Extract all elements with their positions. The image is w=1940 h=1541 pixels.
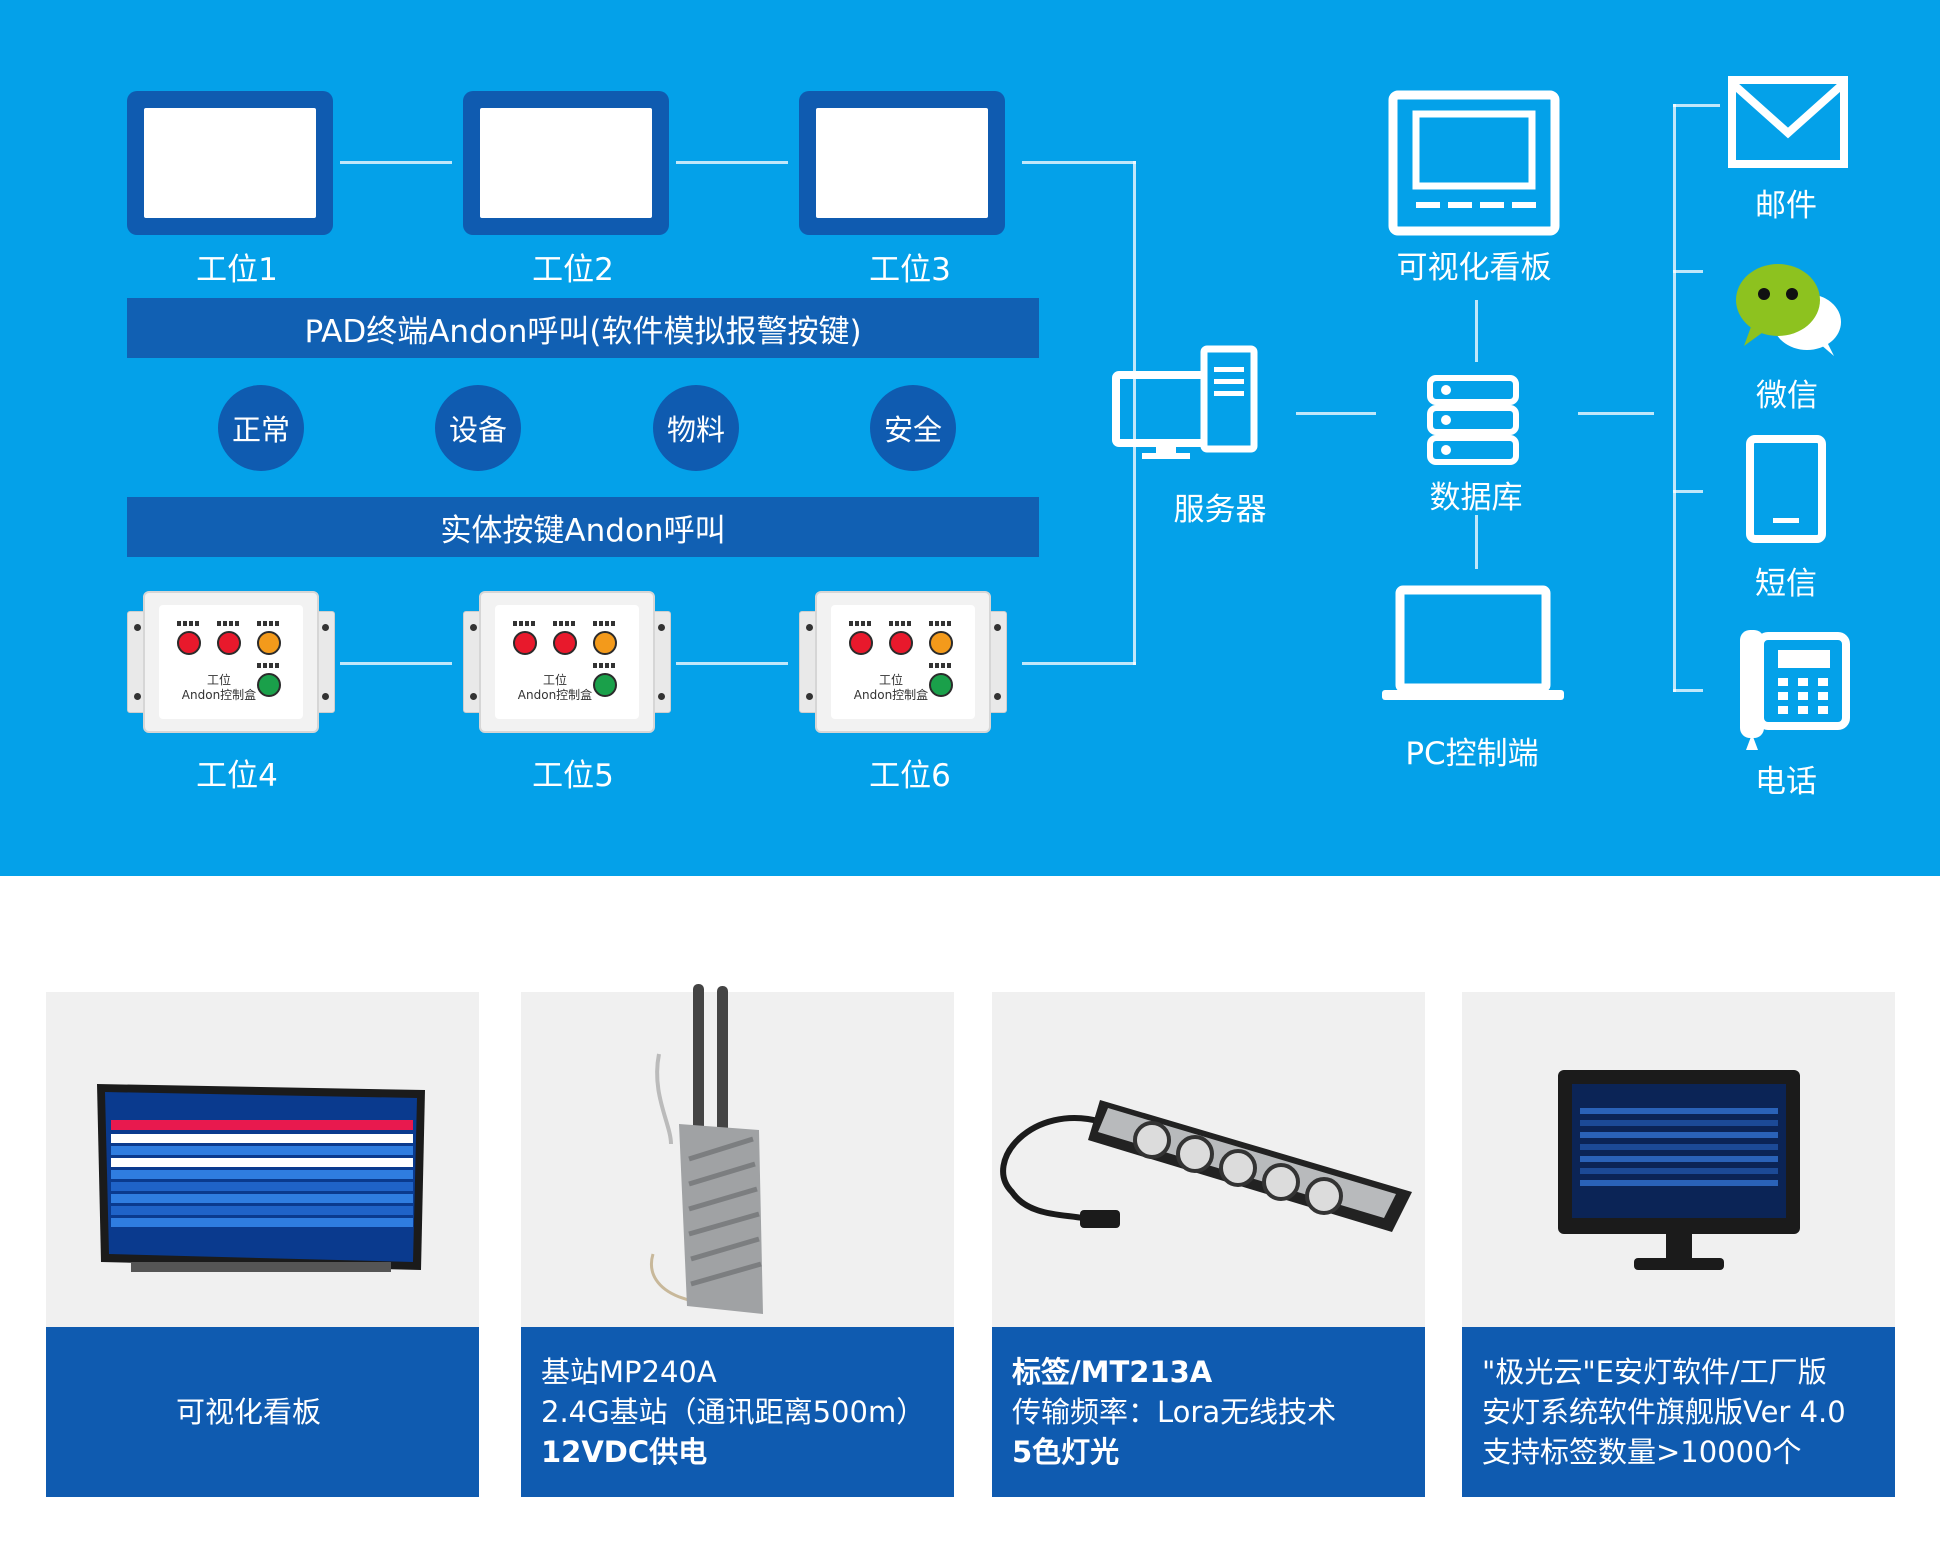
status-button-safety: 安全 (870, 385, 956, 471)
orange-light-icon (593, 631, 617, 655)
laptop-icon (1382, 585, 1564, 700)
red-light-icon (217, 631, 241, 655)
pad-station-label: 工位2 (532, 252, 614, 288)
wechat-icon (1736, 264, 1841, 356)
product-caption: 标签/MT213A 传输频率：Lora无线技术 5色灯光 (992, 1327, 1425, 1497)
pad-terminal-3 (799, 91, 1005, 235)
notify-label-mail: 邮件 (1755, 188, 1817, 224)
green-light-icon (929, 673, 953, 697)
dashboard-screen-image (97, 1084, 425, 1272)
orange-light-icon (257, 631, 281, 655)
status-button-material: 物料 (653, 385, 739, 471)
software-monitor-image (1558, 1070, 1800, 1270)
red-light-icon (889, 631, 913, 655)
notify-label-wechat: 微信 (1756, 378, 1818, 414)
database-label: 数据库 (1429, 480, 1523, 516)
red-light-icon (553, 631, 577, 655)
system-diagram: 工位1 工位2 工位3 PAD终端Andon呼叫(软件模拟报警按键) 正常 设备… (0, 0, 1940, 876)
pad-terminal-1 (127, 91, 333, 235)
server-icon (1112, 345, 1258, 459)
tag-button-bar-image (1000, 1100, 1412, 1232)
pad-station-label: 工位1 (196, 252, 278, 288)
product-card-tag: 标签/MT213A 传输频率：Lora无线技术 5色灯光 (992, 992, 1425, 1497)
andon-control-box-4: 工位 Andon控制盒 (127, 591, 335, 733)
pc-label: PC控制端 (1405, 736, 1539, 772)
telephone-icon (1740, 630, 1850, 750)
status-button-equipment: 设备 (435, 385, 521, 471)
physical-andon-band: 实体按键Andon呼叫 (127, 497, 1039, 557)
notify-label-phone: 电话 (1755, 764, 1817, 800)
box-station-label: 工位4 (196, 758, 278, 794)
pad-andon-band: PAD终端Andon呼叫(软件模拟报警按键) (127, 298, 1039, 358)
green-light-icon (593, 673, 617, 697)
red-light-icon (849, 631, 873, 655)
product-card-board: 可视化看板 (46, 992, 479, 1497)
notify-label-sms: 短信 (1755, 566, 1817, 602)
product-caption: 可视化看板 (46, 1327, 479, 1497)
server-label: 服务器 (1173, 492, 1267, 528)
status-button-normal: 正常 (218, 385, 304, 471)
box-station-label: 工位5 (532, 758, 614, 794)
database-icon (1427, 375, 1519, 465)
product-card-software: "极光云"E安灯软件/工厂版 安灯系统软件旗舰版Ver 4.0 支持标签数量>1… (1462, 992, 1895, 1497)
product-caption: 基站MP240A 2.4G基站（通讯距离500m） 12VDC供电 (521, 1327, 954, 1497)
mail-icon (1728, 76, 1848, 168)
product-caption: "极光云"E安灯软件/工厂版 安灯系统软件旗舰版Ver 4.0 支持标签数量>1… (1462, 1327, 1895, 1497)
box-station-label: 工位6 (869, 758, 951, 794)
andon-control-box-6: 工位 Andon控制盒 (799, 591, 1007, 733)
pad-station-label: 工位3 (869, 252, 951, 288)
board-label: 可视化看板 (1396, 250, 1552, 286)
green-light-icon (257, 673, 281, 697)
product-card-base-station: 基站MP240A 2.4G基站（通讯距离500m） 12VDC供电 (521, 984, 954, 1497)
andon-control-box-5: 工位 Andon控制盒 (463, 591, 671, 733)
mobile-sms-icon (1746, 435, 1826, 543)
monitor-board-icon (1388, 90, 1560, 236)
base-station-image (649, 984, 763, 1314)
orange-light-icon (929, 631, 953, 655)
red-light-icon (177, 631, 201, 655)
red-light-icon (513, 631, 537, 655)
pad-terminal-2 (463, 91, 669, 235)
